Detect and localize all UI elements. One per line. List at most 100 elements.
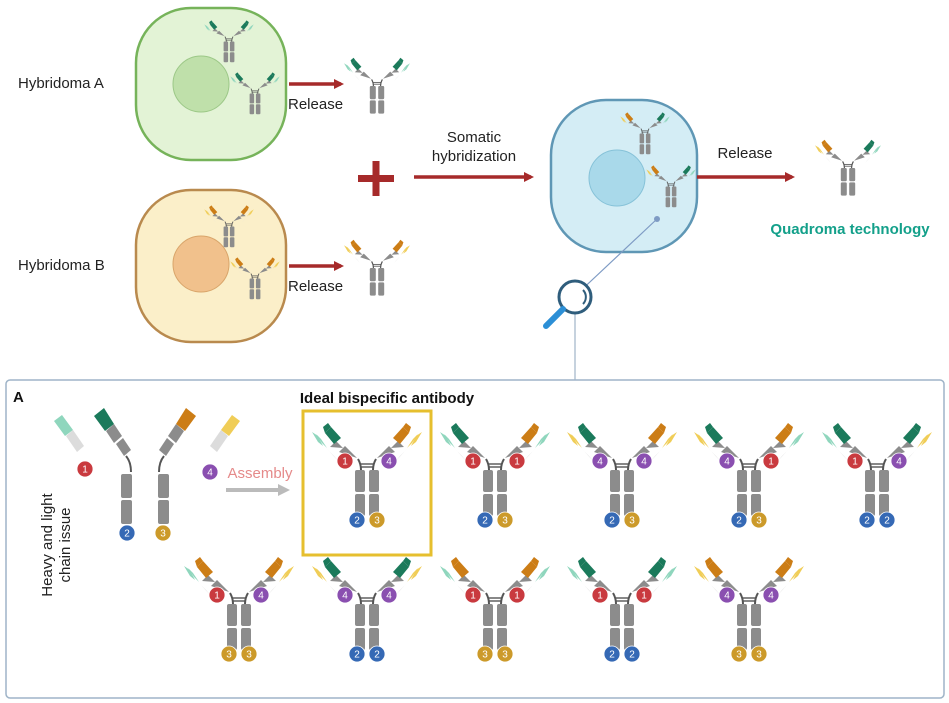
badge-right-light: 1 [635,586,653,604]
svg-text:4: 4 [386,591,392,602]
badge-left-light: 1 [846,452,864,470]
badge-right-light: 1 [762,452,780,470]
antibody-icon [204,20,254,63]
svg-text:4: 4 [207,468,213,479]
badge-right-heavy: 3 [750,645,768,663]
badge-left-heavy: 2 [730,511,748,529]
badge-left-heavy: 3 [476,645,494,663]
badge-chain-2: 2 [118,524,136,542]
antibody-icon [230,257,280,300]
light-chain-4: 4 [201,415,240,481]
svg-text:1: 1 [214,591,220,602]
side-label: Heavy and light chain issue [39,492,74,596]
svg-text:4: 4 [386,457,392,468]
somatic-label-line1: Somatic [447,129,502,146]
antibody-combination-2: 1 1 2 3 [440,423,550,529]
antibody-combination-6: 1 4 3 3 [184,557,294,663]
badge-right-heavy: 3 [496,645,514,663]
svg-text:3: 3 [246,650,252,661]
svg-text:3: 3 [226,650,232,661]
release-label-a: Release [288,96,343,113]
antibody-combination-5: 1 4 2 2 [822,423,932,529]
svg-text:2: 2 [864,516,870,527]
badge-right-heavy: 3 [496,511,514,529]
badge-left-light: 1 [464,586,482,604]
release-label-b: Release [288,278,343,295]
badge-right-heavy: 2 [878,511,896,529]
svg-text:1: 1 [82,465,88,476]
badge-left-heavy: 2 [603,645,621,663]
quadroma-technology-label: Quadroma technology [770,221,930,238]
svg-text:3: 3 [160,529,166,540]
nucleus-quadroma [588,149,646,207]
antibody-icon [620,112,670,155]
svg-text:4: 4 [896,457,902,468]
svg-text:1: 1 [597,591,603,602]
badge-right-heavy: 3 [240,645,258,663]
badge-right-light: 4 [380,452,398,470]
light-chain-1: 1 [54,415,94,478]
svg-text:3: 3 [629,516,635,527]
somatic-label-line2: hybridization [432,148,516,165]
badge-right-light: 4 [762,586,780,604]
antibody-icon [646,165,696,208]
badge-right-heavy: 3 [623,511,641,529]
quadroma-cell [549,98,699,254]
svg-text:3: 3 [756,516,762,527]
svg-text:2: 2 [124,529,130,540]
svg-text:3: 3 [502,516,508,527]
hybridoma-a-label: Hybridoma A [18,75,104,92]
svg-text:2: 2 [736,516,742,527]
svg-text:4: 4 [641,457,647,468]
svg-text:3: 3 [482,650,488,661]
badge-right-light: 1 [508,452,526,470]
heavy-chain-2: 2 [94,408,136,542]
badge-left-heavy: 2 [348,511,366,529]
badge-left-heavy: 2 [858,511,876,529]
hybridoma-b-cell [134,188,288,344]
antibody-combination-4: 4 1 2 3 [694,423,804,529]
side-label-line1: Heavy and light [39,492,56,596]
badge-right-heavy: 2 [623,645,641,663]
svg-text:3: 3 [502,650,508,661]
badge-right-heavy: 2 [368,645,386,663]
badge-left-light: 1 [464,452,482,470]
svg-text:1: 1 [768,457,774,468]
badge-right-light: 1 [508,586,526,604]
badge-right-heavy: 3 [750,511,768,529]
antibody-icon [344,239,410,296]
panel-letter: A [13,389,24,406]
svg-text:2: 2 [629,650,635,661]
svg-text:4: 4 [768,591,774,602]
badge-right-light: 4 [380,586,398,604]
svg-text:1: 1 [514,591,520,602]
badge-left-heavy: 3 [730,645,748,663]
badge-right-light: 4 [635,452,653,470]
svg-text:2: 2 [482,516,488,527]
badge-left-heavy: 2 [476,511,494,529]
svg-text:4: 4 [342,591,348,602]
svg-text:1: 1 [514,457,520,468]
svg-text:3: 3 [756,650,762,661]
heavy-chain-3: 3 [154,408,196,542]
badge-left-heavy: 2 [603,511,621,529]
hybridoma-b-label: Hybridoma B [18,257,105,274]
svg-text:2: 2 [354,650,360,661]
svg-text:2: 2 [609,516,615,527]
badge-chain-3: 3 [154,524,172,542]
svg-text:1: 1 [470,457,476,468]
release-label-quadroma: Release [717,145,772,162]
badge-chain-1: 1 [76,460,94,478]
badge-left-light: 1 [591,586,609,604]
badge-left-light: 4 [718,452,736,470]
svg-text:1: 1 [852,457,858,468]
svg-text:2: 2 [884,516,890,527]
magnifier-icon [543,216,660,380]
badge-right-light: 4 [252,586,270,604]
